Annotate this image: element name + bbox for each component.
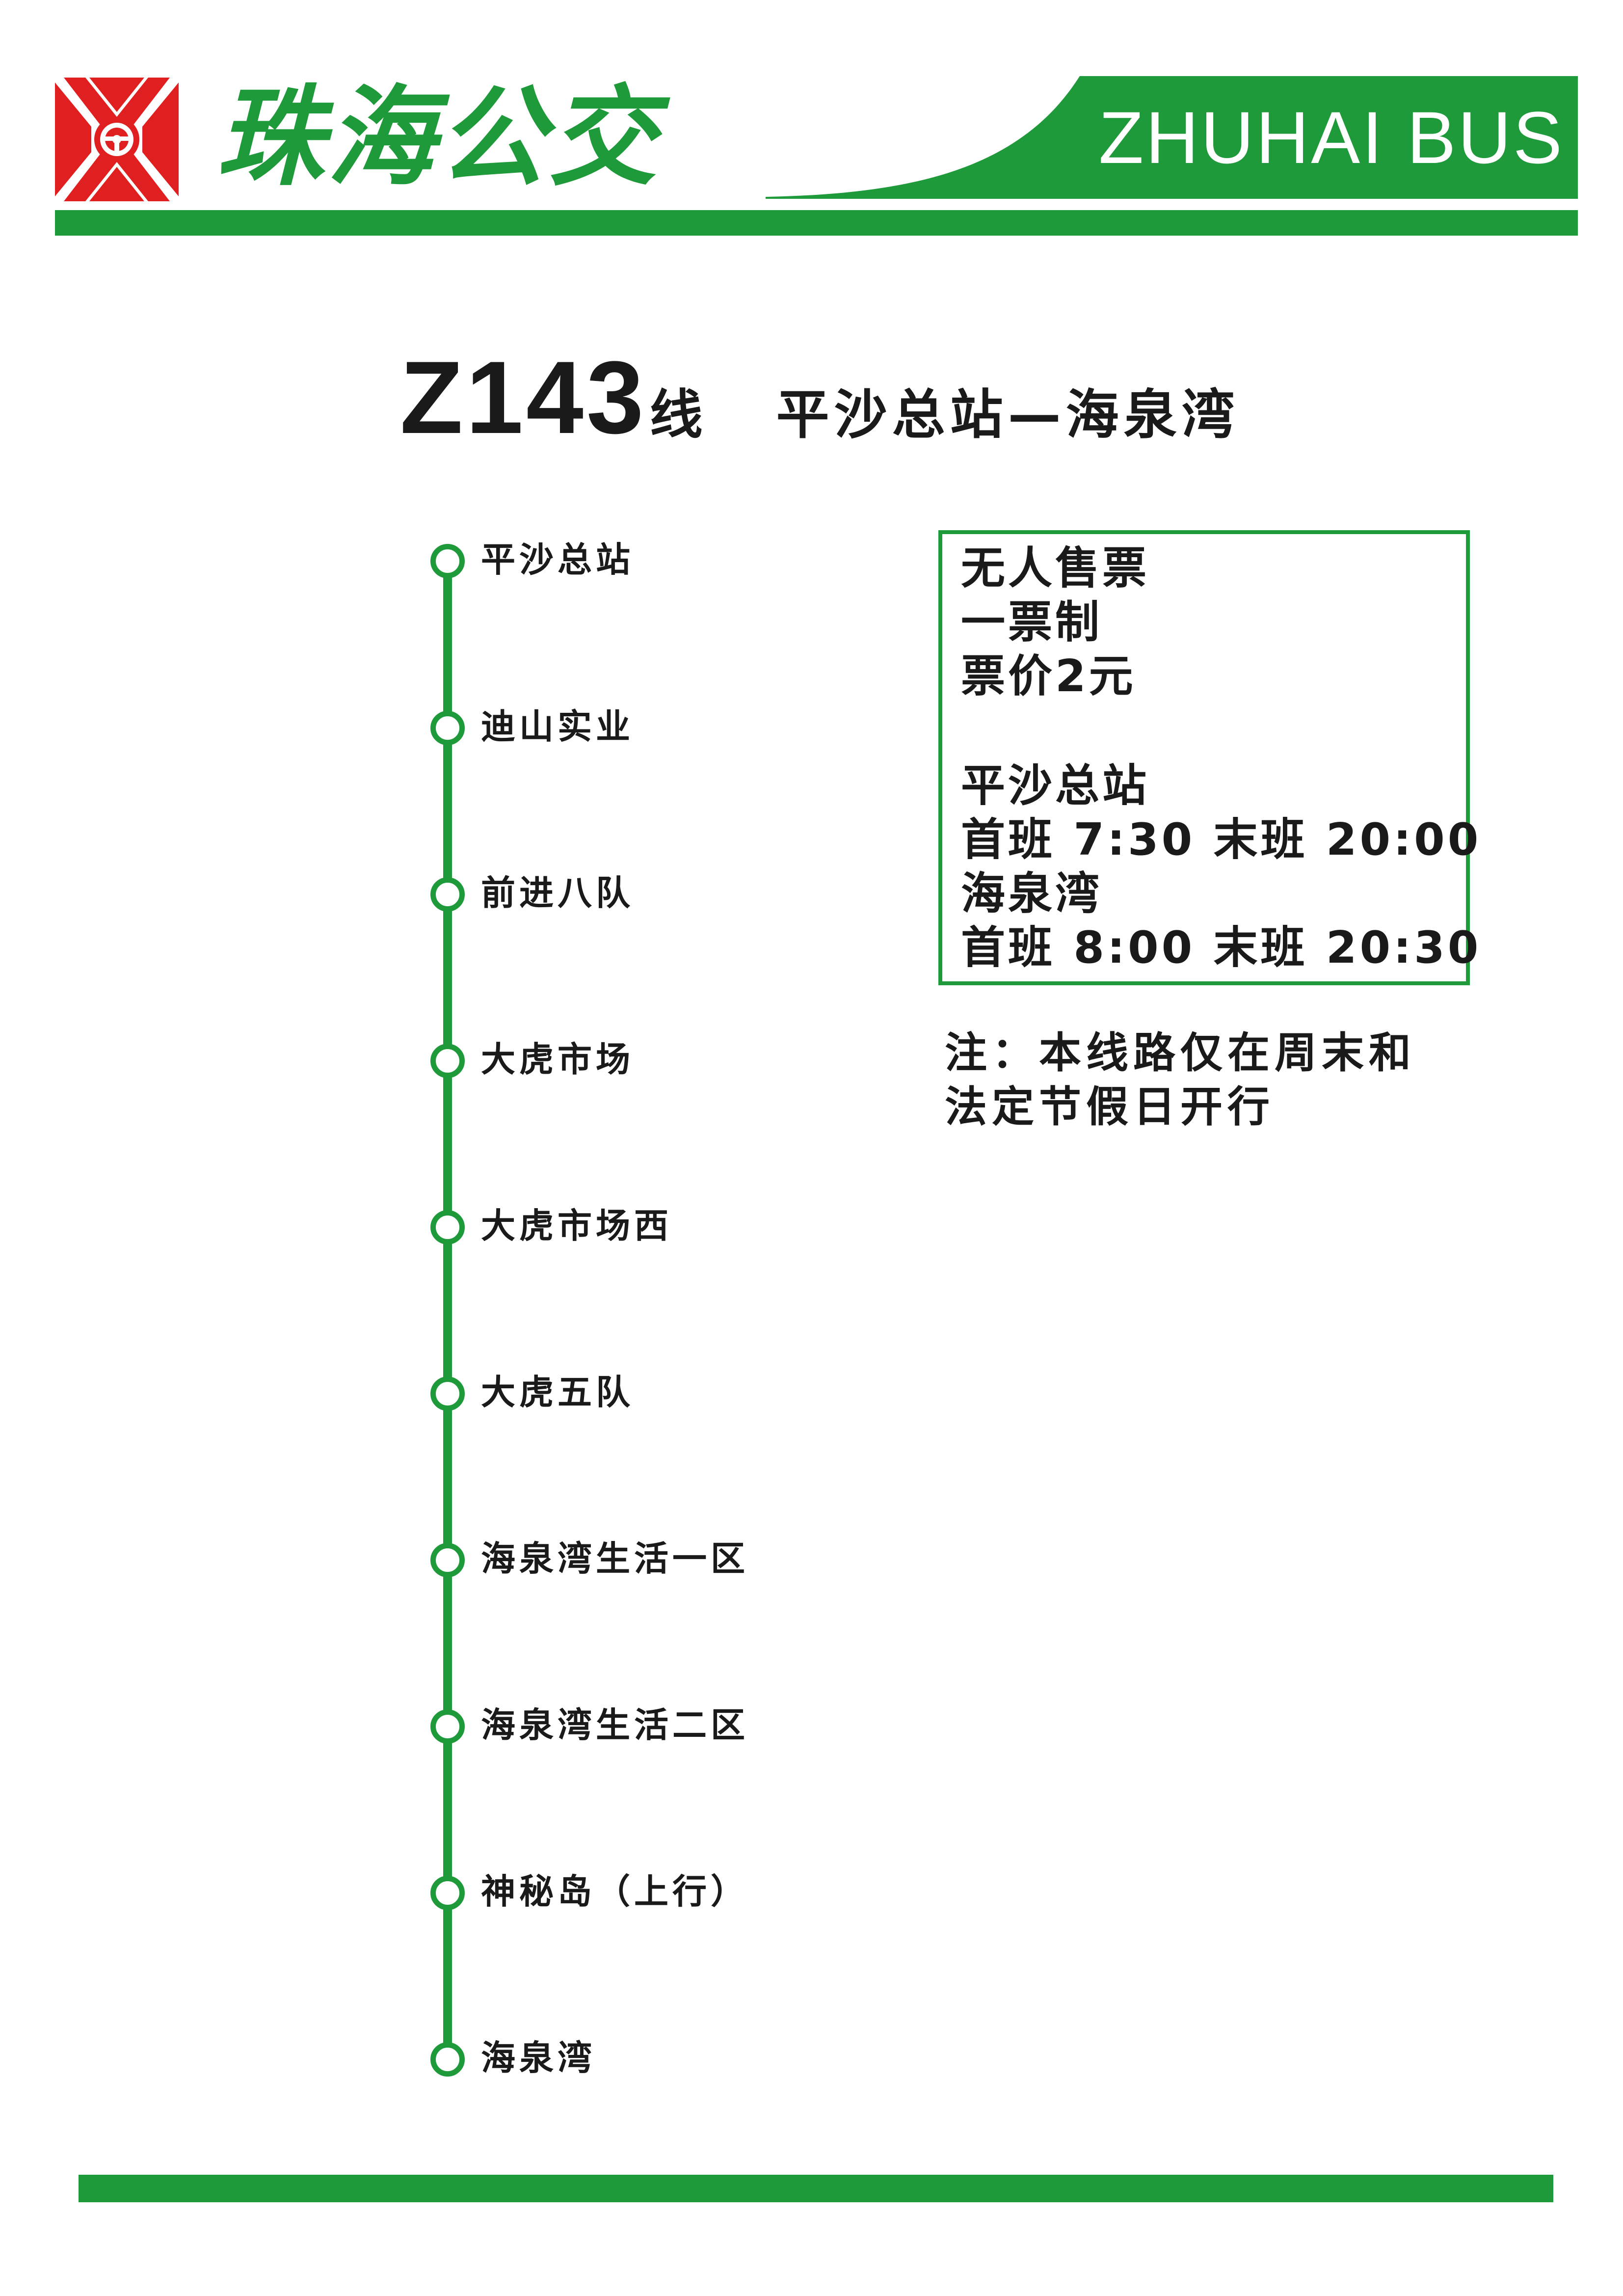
route-endpoints: 平沙总站—海泉湾 [776,384,1240,446]
terminus-name: 海泉湾 [961,868,1102,919]
stop-marker-icon [430,877,465,912]
route-suffix: 线 [649,384,703,446]
stop-marker-icon [430,1044,465,1078]
stop-name: 大虎五队 [481,1372,634,1412]
route-number: Z143 [400,340,647,455]
stop-name: 大虎市场 [481,1039,634,1080]
stop-marker-icon [430,711,465,745]
note-line-2: 法定节假日开行 [945,1082,1275,1132]
stop-name: 神秘岛（上行） [481,1871,749,1912]
note-line-1: 注：本线路仅在周末和 [945,1028,1416,1078]
stop-name: 大虎市场西 [481,1206,672,1246]
zhuhai-bus-logo-icon [55,78,179,201]
stop-marker-icon [430,1709,465,1744]
stop-marker-icon [430,1377,465,1411]
route-title: Z143线 平沙总站—海泉湾 [400,339,1240,457]
service-note: 注：本线路仅在周末和 法定节假日开行 [945,1026,1416,1134]
stop-marker-icon [430,1210,465,1244]
stop-name: 海泉湾 [481,2038,596,2078]
stop-name: 平沙总站 [481,540,634,580]
origin-name: 平沙总站 [961,760,1149,811]
fare-schedule-box: 无人售票 一票制 票价2元 平沙总站 首班 7:30 末班 20:00 海泉湾 … [938,530,1478,985]
header-green-swoosh [766,76,1578,199]
stop-name: 海泉湾生活二区 [481,1705,749,1745]
stop-marker-icon [430,1543,465,1577]
header-divider [55,210,1578,236]
stop-marker-icon [430,2042,465,2077]
stop-name: 迪山实业 [481,706,634,747]
route-line [443,559,452,2061]
terminus-schedule: 首班 8:00 末班 20:30 [961,922,1482,973]
brand-name-cn: 珠海公交 [216,75,660,200]
fare-system-text: 一票制 [961,596,1102,648]
stop-name: 海泉湾生活一区 [481,1539,749,1579]
origin-schedule: 首班 7:30 末班 20:00 [961,814,1482,865]
brand-name-en: ZHUHAI BUS [1098,96,1564,179]
stop-name: 前进八队 [481,873,634,913]
ticketing-text: 无人售票 [961,542,1149,594]
stop-marker-icon [430,1876,465,1910]
stop-marker-icon [430,544,465,578]
footer-divider [79,2175,1553,2202]
fare-text: 票价2元 [961,650,1136,702]
